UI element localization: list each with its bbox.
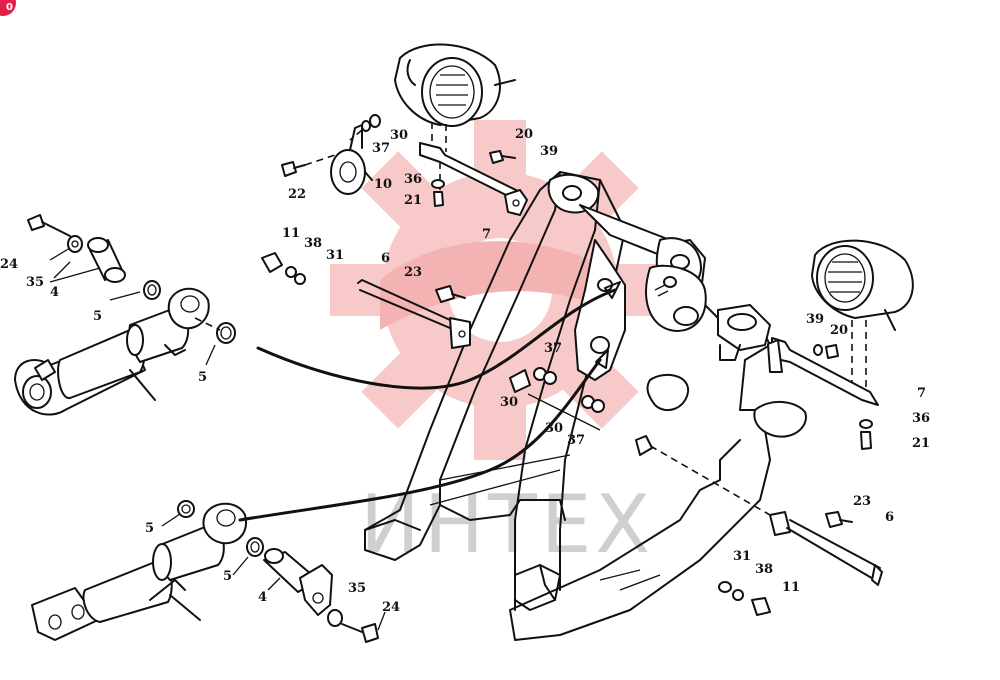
- callout-23-right: 23: [853, 494, 871, 509]
- callout-36-top: 36: [404, 172, 422, 187]
- callout-22: 22: [288, 187, 306, 202]
- center-fasteners: [509, 367, 653, 456]
- top-lamp: [394, 43, 528, 216]
- hose-upper: [256, 288, 617, 390]
- hose-lower: [238, 358, 602, 522]
- leader-lines: [49, 247, 386, 631]
- callout-labels: 24 35 4 5 5 5 5 35 24 4 22 10 37 30 11 3…: [0, 127, 930, 615]
- upper-cylinder: [14, 214, 236, 416]
- callout-36-right: 36: [912, 411, 930, 426]
- callout-11-left: 11: [282, 226, 300, 241]
- callout-37-center-b: 37: [567, 433, 585, 448]
- callout-4-lower: 4: [258, 590, 267, 605]
- callout-24-upper: 24: [0, 257, 18, 272]
- callout-21-right: 21: [912, 436, 930, 451]
- callout-38-left: 38: [304, 236, 322, 251]
- callout-6-left: 6: [381, 251, 390, 266]
- callout-35-lower: 35: [348, 581, 366, 596]
- callout-35-upper: 35: [26, 275, 44, 290]
- horn-assembly: [281, 114, 381, 195]
- callout-7-right: 7: [917, 386, 926, 401]
- callout-10: 10: [374, 177, 392, 192]
- callout-30-top: 30: [390, 128, 408, 143]
- main-frame: [364, 171, 807, 641]
- lower-cylinder: [31, 500, 379, 643]
- callout-37-top: 37: [372, 141, 390, 156]
- callout-39-top: 39: [540, 144, 558, 159]
- callout-4-upper: 4: [50, 285, 59, 300]
- callout-20-top: 20: [515, 127, 533, 142]
- callout-30-center-a: 30: [500, 395, 518, 410]
- callout-31-right: 31: [733, 549, 751, 564]
- callout-37-center-a: 37: [544, 341, 562, 356]
- callout-5-d: 5: [223, 569, 232, 584]
- callout-7-top: 7: [482, 227, 491, 242]
- callout-30-center-b: 30: [545, 421, 563, 436]
- callout-20-right: 20: [830, 323, 848, 338]
- callout-39-right: 39: [806, 312, 824, 327]
- callout-24-lower: 24: [382, 600, 400, 615]
- callout-38-right: 38: [755, 562, 773, 577]
- callout-11-right: 11: [782, 580, 800, 595]
- callout-5-c: 5: [145, 521, 154, 536]
- callout-21-top: 21: [404, 193, 422, 208]
- right-lamp: [767, 239, 914, 450]
- callout-23-left: 23: [404, 265, 422, 280]
- callout-5-b: 5: [198, 370, 207, 385]
- pin-left: [261, 252, 471, 349]
- corner-badge[interactable]: 0: [0, 0, 16, 16]
- top-fasteners: [431, 150, 516, 207]
- callout-31-left: 31: [326, 248, 344, 263]
- callout-5-a: 5: [93, 309, 102, 324]
- callout-6-right: 6: [885, 510, 894, 525]
- pin-right: [639, 439, 883, 616]
